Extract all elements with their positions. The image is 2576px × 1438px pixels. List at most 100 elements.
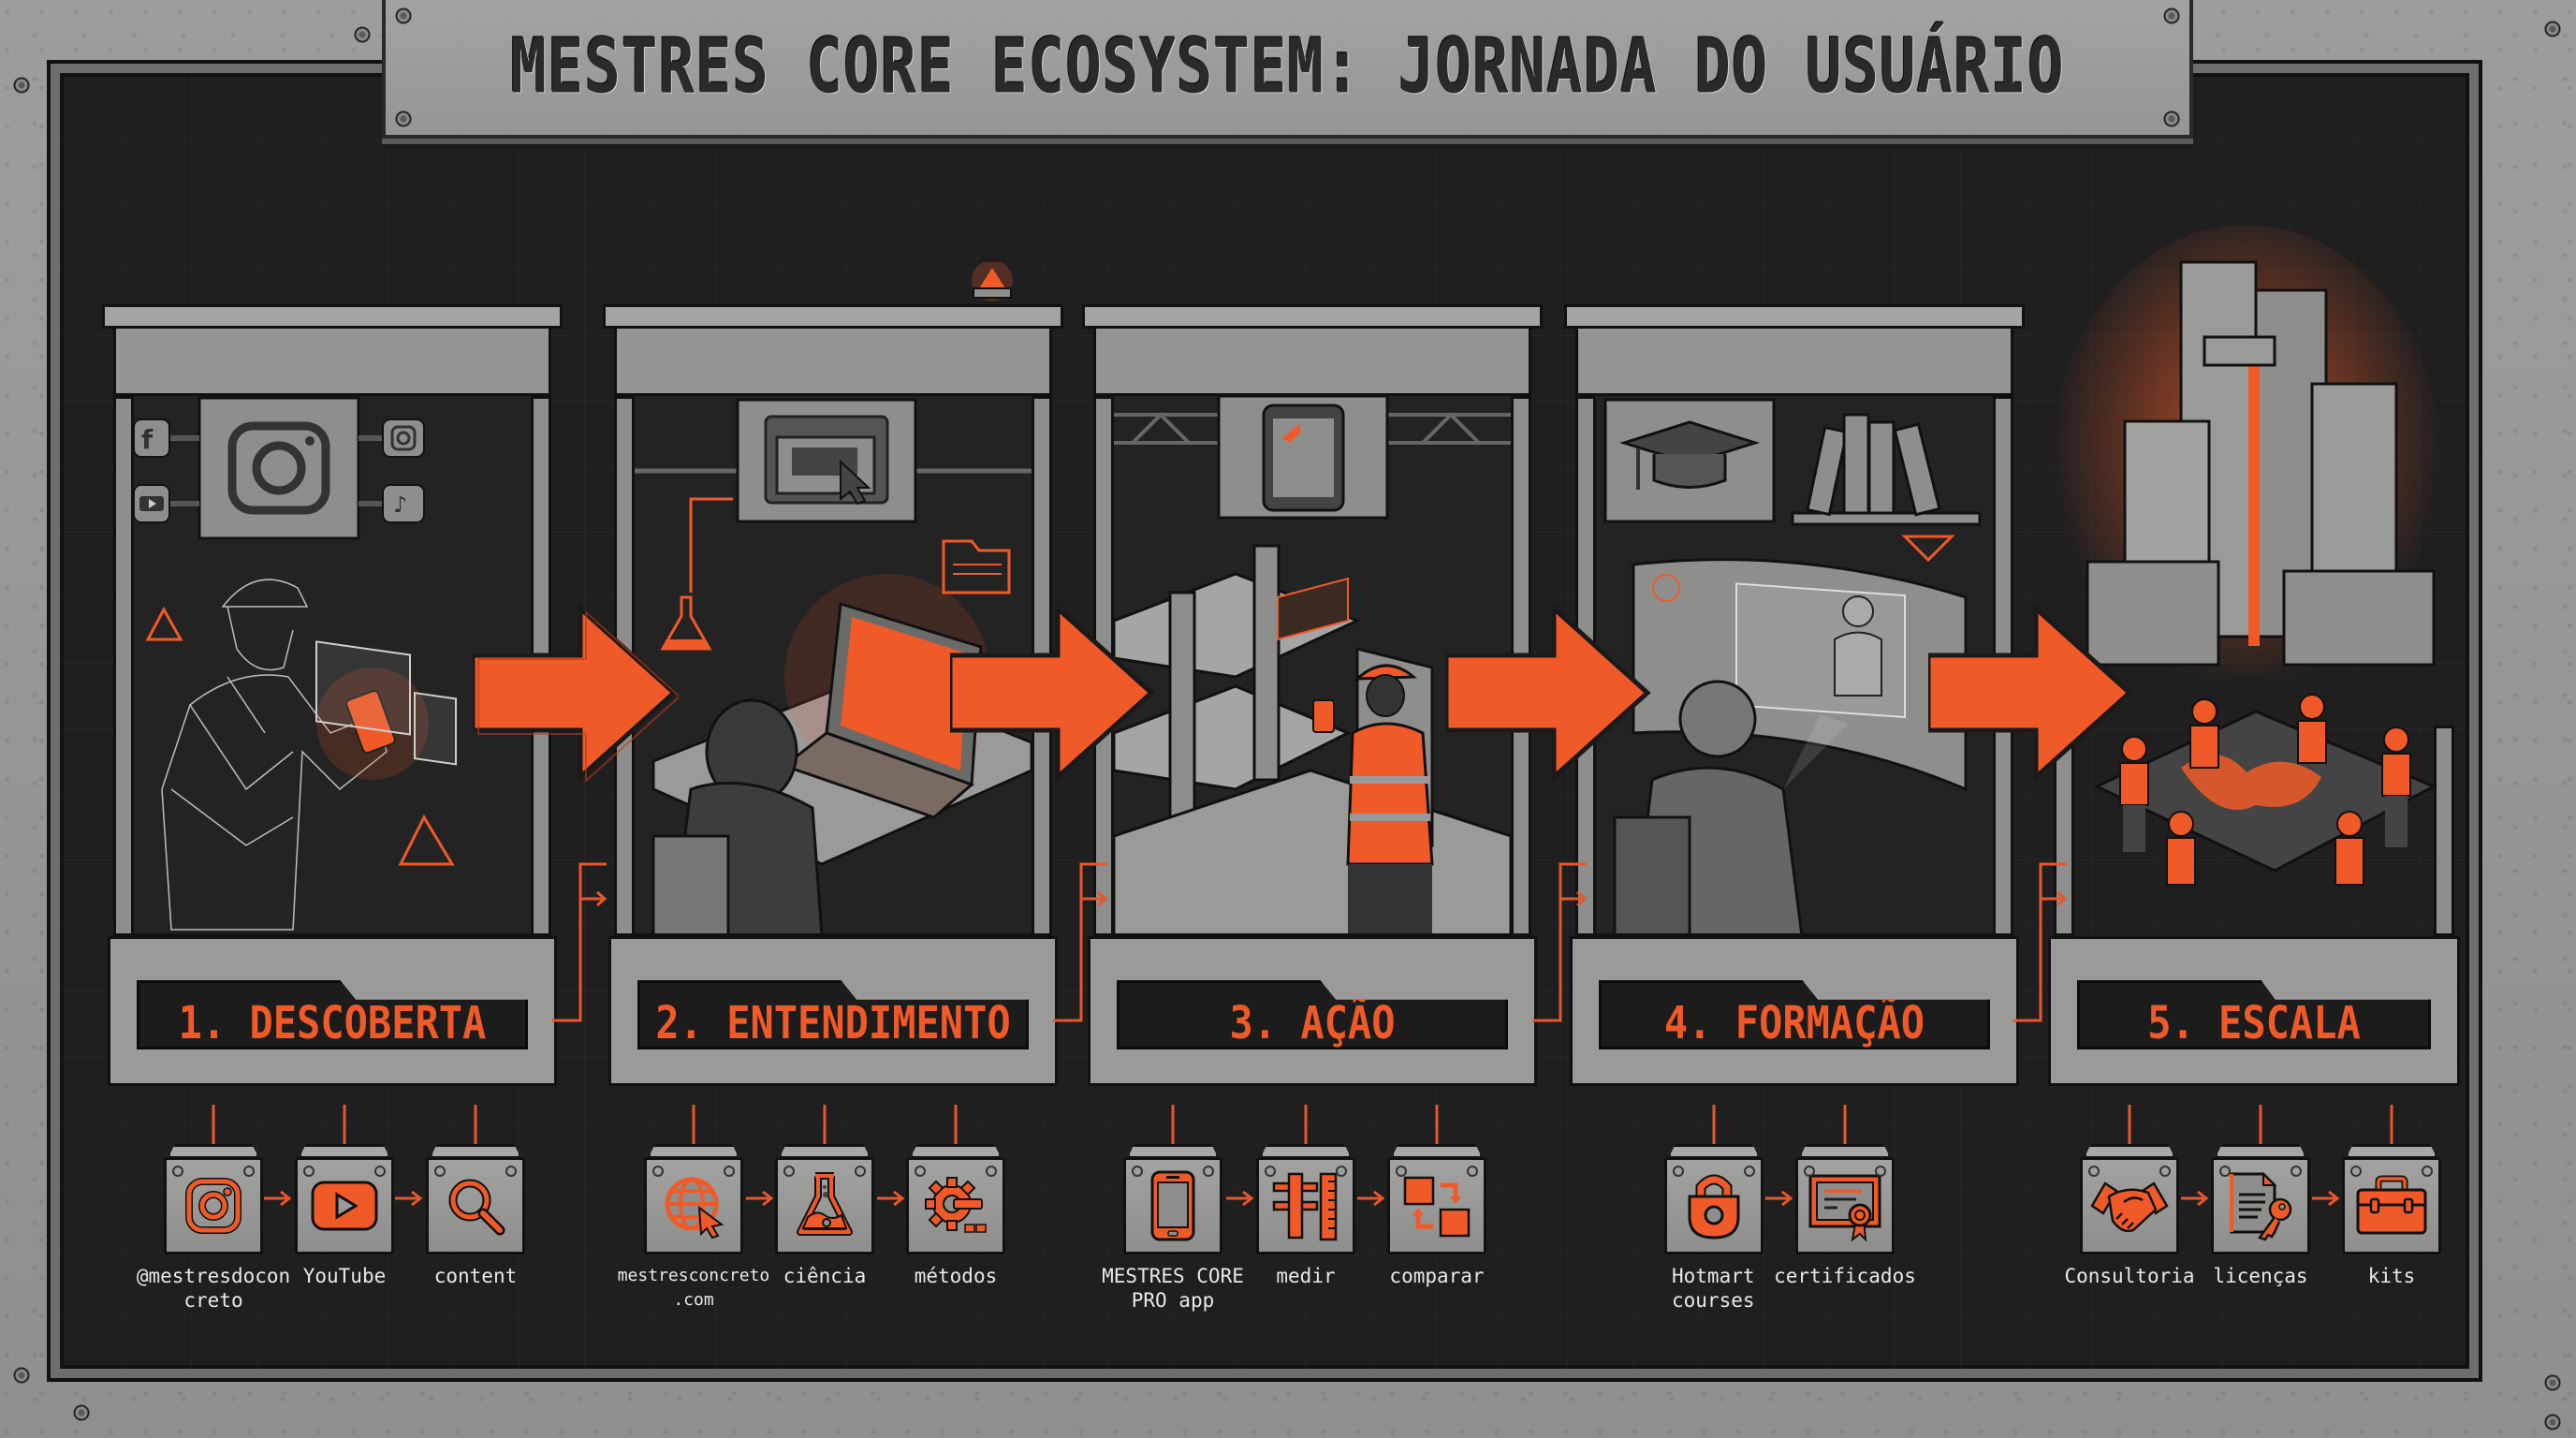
hologram-windows: [315, 640, 457, 766]
stage-connector: [2012, 862, 2068, 1022]
books-icon: [1791, 413, 1982, 526]
laptop-icon: [781, 602, 983, 819]
stage-label-block: 1. DESCOBERTA: [108, 936, 557, 1086]
tool-label-line: comparar: [1389, 1265, 1485, 1287]
toolbox-icon: [2356, 1175, 2427, 1235]
scene-entendimento: [635, 396, 1032, 936]
tool-label: certificados: [1761, 1264, 1929, 1288]
tool-hotmart[interactable]: [1664, 1105, 1764, 1255]
tool-label-line: PRO app: [1131, 1289, 1215, 1312]
tool-box: [1123, 1157, 1222, 1255]
bolt-icon: [395, 7, 412, 24]
tool-stem: [2259, 1105, 2262, 1144]
tool-stem: [1171, 1105, 1175, 1144]
arrow-right-icon: [395, 1191, 423, 1206]
tool-kits[interactable]: [2342, 1105, 2441, 1255]
tool-stem: [1435, 1105, 1439, 1144]
tool-box: [426, 1157, 525, 1255]
tool-ciencia[interactable]: [775, 1105, 874, 1255]
bolt-icon: [395, 110, 412, 127]
stage-escala: 5. ESCALA: [2048, 304, 2460, 1086]
stage-entendimento: 2. ENTENDIMENTO: [603, 304, 1063, 1086]
tool-box: [644, 1157, 743, 1255]
tool-label: métodos: [871, 1264, 1040, 1288]
title-plate: MESTRES CORE ECOSYSTEM: JORNADA DO USUÁR…: [382, 0, 2193, 139]
stage-label-screen: 1. DESCOBERTA: [137, 980, 528, 1049]
padlock-icon: [1688, 1174, 1740, 1240]
tool-website[interactable]: [644, 1105, 743, 1255]
svg-text:f: f: [141, 424, 154, 455]
facebook-icon: f: [134, 418, 170, 458]
stage-cap: [102, 304, 563, 329]
tiktok-icon: ♪: [382, 484, 425, 523]
bolt-icon: [73, 1404, 90, 1421]
bolt-icon: [2163, 110, 2180, 127]
flask-icon: [660, 595, 712, 651]
tool-licencas[interactable]: [2211, 1105, 2310, 1255]
tool-metodos[interactable]: [906, 1105, 1005, 1255]
bolt-icon: [354, 26, 371, 43]
arrow-right-icon: [950, 603, 1155, 783]
tool-label-line: Hotmart: [1672, 1265, 1755, 1287]
bolt-icon: [2163, 7, 2180, 24]
tool-label-line: medir: [1276, 1265, 1336, 1287]
tool-label-line: .com: [673, 1290, 714, 1310]
arrow-right-icon: [877, 1191, 905, 1206]
stage-title: 3. AÇÃO: [1229, 995, 1396, 1049]
tool-youtube[interactable]: [295, 1105, 394, 1255]
certificate-icon: [1808, 1174, 1881, 1241]
tool-stem: [2390, 1105, 2393, 1144]
tool-label: mestresconcreto .com: [609, 1264, 778, 1313]
tool-box: [295, 1157, 394, 1255]
tool-stem: [1843, 1105, 1847, 1144]
tool-content[interactable]: [426, 1105, 525, 1255]
tool-certificados[interactable]: [1795, 1105, 1895, 1255]
arrow-right-icon: [1446, 603, 1651, 783]
tool-medir[interactable]: [1256, 1105, 1355, 1255]
tool-box: [164, 1157, 263, 1255]
globe-cursor-icon: [665, 1177, 724, 1240]
ar-overlay: [1277, 577, 1349, 641]
tool-stem: [692, 1105, 695, 1144]
caliper-ruler-icon: [1272, 1172, 1338, 1241]
stage-cap: [1082, 304, 1543, 329]
stage-beam: [1575, 329, 2013, 396]
tool-label-line: métodos: [914, 1265, 998, 1287]
tool-stem: [212, 1105, 215, 1144]
tool-label: @mestresdocon creto: [129, 1264, 298, 1313]
tool-stem: [823, 1105, 827, 1144]
stage-cap: [603, 304, 1063, 329]
page-title: MESTRES CORE ECOSYSTEM: JORNADA DO USUÁR…: [510, 23, 2065, 111]
tool-label: kits: [2307, 1264, 2476, 1288]
triangle-icon: [145, 606, 183, 641]
tool-instagram[interactable]: [164, 1105, 263, 1255]
scene-formacao: [1596, 396, 1993, 936]
buildings-illustration: [2086, 260, 2436, 667]
tool-app[interactable]: [1123, 1105, 1222, 1255]
bolt-icon: [2544, 1414, 2561, 1431]
tool-label: medir: [1222, 1264, 1390, 1288]
folder-icon: [942, 539, 1011, 594]
tool-label-line: courses: [1672, 1289, 1755, 1312]
team-workers: [2119, 694, 2411, 886]
wireframe-worker-illustration: [161, 579, 388, 931]
tool-stem: [343, 1105, 346, 1144]
tool-label-line: MESTRES CORE: [1102, 1265, 1244, 1287]
arrow-right-icon: [1357, 1191, 1385, 1206]
stage-label-block: 5. ESCALA: [2048, 936, 2460, 1086]
stage-label-screen: 2. ENTENDIMENTO: [637, 980, 1029, 1049]
tool-box: [1664, 1157, 1764, 1255]
tool-label-line: ciência: [783, 1265, 867, 1287]
tool-comparar[interactable]: [1387, 1105, 1486, 1255]
search-icon: [448, 1179, 505, 1236]
tool-label-line: mestresconcreto: [617, 1266, 770, 1285]
stage-connector: [1053, 862, 1108, 1022]
arrow-right-icon: [1765, 1191, 1793, 1206]
gear-icon: [925, 1177, 987, 1233]
arrow-right-icon: [473, 603, 679, 784]
tool-box: [2342, 1157, 2441, 1255]
triangle-icon: [398, 814, 455, 866]
tool-consultoria[interactable]: [2080, 1105, 2179, 1255]
bolt-icon: [2544, 21, 2561, 37]
compare-cubes-icon: [1403, 1176, 1471, 1238]
